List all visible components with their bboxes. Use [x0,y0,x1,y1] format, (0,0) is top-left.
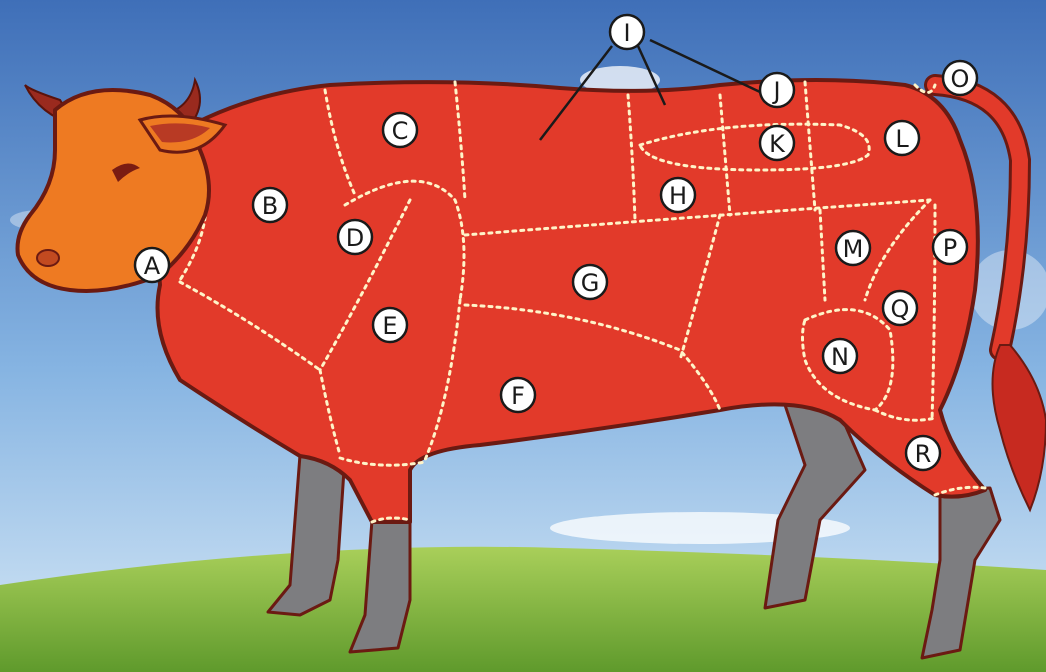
cut-label-f: F [501,378,535,412]
cut-label-n: N [823,339,857,373]
nostril [37,250,59,266]
cut-label-d: D [338,220,372,254]
svg-text:E: E [382,312,397,340]
svg-text:C: C [392,117,409,145]
svg-text:I: I [623,19,630,47]
cut-label-r: R [906,436,940,470]
cut-label-k: K [760,126,794,160]
cut-label-g: G [573,265,607,299]
cut-label-e: E [373,308,407,342]
svg-text:H: H [669,182,687,210]
svg-text:A: A [144,252,161,280]
cut-label-h: H [661,178,695,212]
cut-label-c: C [383,113,417,147]
cut-label-o: O [943,61,977,95]
svg-text:M: M [843,235,864,263]
cut-label-j: J [760,73,794,107]
svg-text:F: F [511,382,525,410]
svg-text:B: B [262,192,278,220]
cut-label-l: L [885,121,919,155]
cut-label-q: Q [883,291,917,325]
svg-text:G: G [581,269,600,297]
cut-label-b: B [253,188,287,222]
cut-label-m: M [836,231,870,265]
svg-text:P: P [943,234,957,262]
svg-text:N: N [831,343,849,371]
cut-label-i: I [610,15,644,49]
grass-hill [0,547,1046,672]
svg-text:R: R [915,440,932,468]
cut-label-p: P [933,230,967,264]
svg-text:D: D [346,224,364,252]
svg-text:L: L [895,125,909,153]
svg-text:K: K [769,130,786,158]
svg-text:J: J [771,77,780,105]
svg-text:O: O [951,65,970,93]
svg-text:Q: Q [891,295,910,323]
cut-label-a: A [135,248,169,282]
